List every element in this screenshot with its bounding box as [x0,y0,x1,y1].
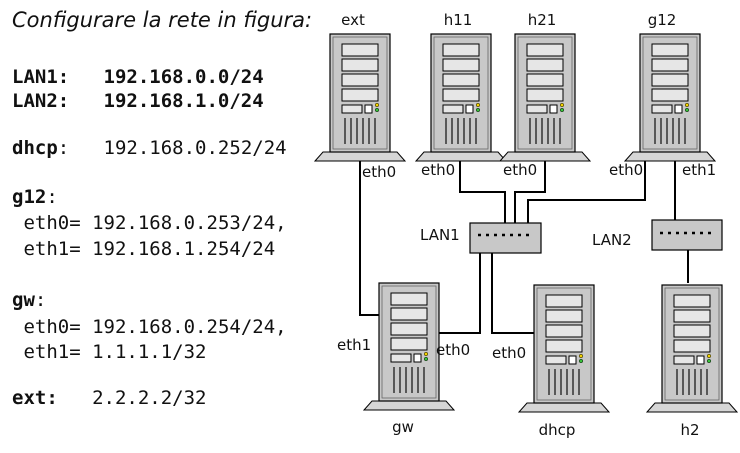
cfg-gw-eth1-value: 1.1.1.1/32 [92,341,207,363]
cfg-g12-eth1-label: eth1= [23,238,81,260]
host-h11 [415,33,507,162]
switch-lan1 [469,222,542,254]
cfg-gw-eth0-label: eth0= [23,316,81,338]
cfg-lan2: LAN2: 192.168.1.0/24 [12,90,264,112]
label-g12-eth1: eth1 [682,161,716,179]
label-host-g12: g12 [648,11,677,29]
cfg-gw-eth0-value: 192.168.0.254/24, [92,316,287,338]
diagram-title: Configurare la rete in figura: [12,8,313,32]
cable-g12-lan1 [527,150,646,225]
label-ext-eth0: eth0 [362,163,396,181]
cfg-g12-eth1-value: 192.168.1.254/24 [92,238,276,260]
label-gw-eth0: eth0 [436,341,470,359]
label-dhcp-eth0: eth0 [492,344,526,362]
cfg-gw-eth1: eth1= 1.1.1.1/32 [12,341,207,363]
cfg-gw-eth1-label: eth1= [23,341,81,363]
cfg-gw-key: gw [12,289,35,311]
label-host-h2: h2 [680,421,699,439]
cfg-ext-value: 2.2.2.2/32 [92,387,207,409]
label-g12-eth0: eth0 [609,161,643,179]
cfg-g12-eth0-value: 192.168.0.253/24, [92,212,287,234]
label-host-h21: h21 [528,11,557,29]
cfg-g12-key: g12 [12,186,47,208]
cfg-g12-eth0-label: eth0= [23,212,81,234]
cfg-g12: g12: [12,186,58,208]
cfg-dhcp-key: dhcp [12,137,58,159]
cable-ext-gw [359,160,379,316]
cfg-g12-eth1: eth1= 192.168.1.254/24 [12,238,275,260]
cfg-gw-sep: : [34,289,47,311]
host-dhcp [518,284,610,413]
cfg-lan1-key: LAN1: [12,66,70,88]
cable-h21-lan1 [514,150,546,225]
label-h21-eth0: eth0 [503,161,537,179]
cable-lan1-gw [438,240,481,334]
label-gw-eth1: eth1 [337,336,371,354]
host-g12 [624,33,716,162]
cfg-dhcp-value: 192.168.0.252/24 [103,137,287,159]
label-switch-lan1: LAN1 [420,226,460,244]
cfg-gw-eth0: eth0= 192.168.0.254/24, [12,316,287,338]
label-h11-eth0: eth0 [421,161,455,179]
cfg-lan2-key: LAN2: [12,90,70,112]
label-host-gw: gw [392,418,414,436]
label-host-ext: ext [341,11,365,29]
switch-lan2 [651,219,723,251]
cfg-ext-key: ext: [12,387,58,409]
host-h21 [499,33,591,162]
cfg-gw: gw: [12,289,46,311]
cables [359,150,689,334]
cable-h11-lan1 [459,150,506,225]
label-host-dhcp: dhcp [539,421,576,439]
cfg-g12-sep: : [46,186,58,208]
cfg-lan1: LAN1: 192.168.0.0/24 [12,66,264,88]
cfg-ext: ext: 2.2.2.2/32 [12,387,206,409]
host-ext [314,33,406,162]
cfg-g12-eth0: eth0= 192.168.0.253/24, [12,212,287,234]
cable-lan1-dhcp [491,240,535,334]
cfg-dhcp-sep: : [57,137,70,159]
label-host-h11: h11 [444,11,473,29]
host-h2 [646,284,738,413]
label-switch-lan2: LAN2 [592,231,632,249]
cfg-lan1-value: 192.168.0.0/24 [103,66,264,88]
cfg-dhcp: dhcp: 192.168.0.252/24 [12,137,287,159]
cfg-lan2-value: 192.168.1.0/24 [103,90,264,112]
